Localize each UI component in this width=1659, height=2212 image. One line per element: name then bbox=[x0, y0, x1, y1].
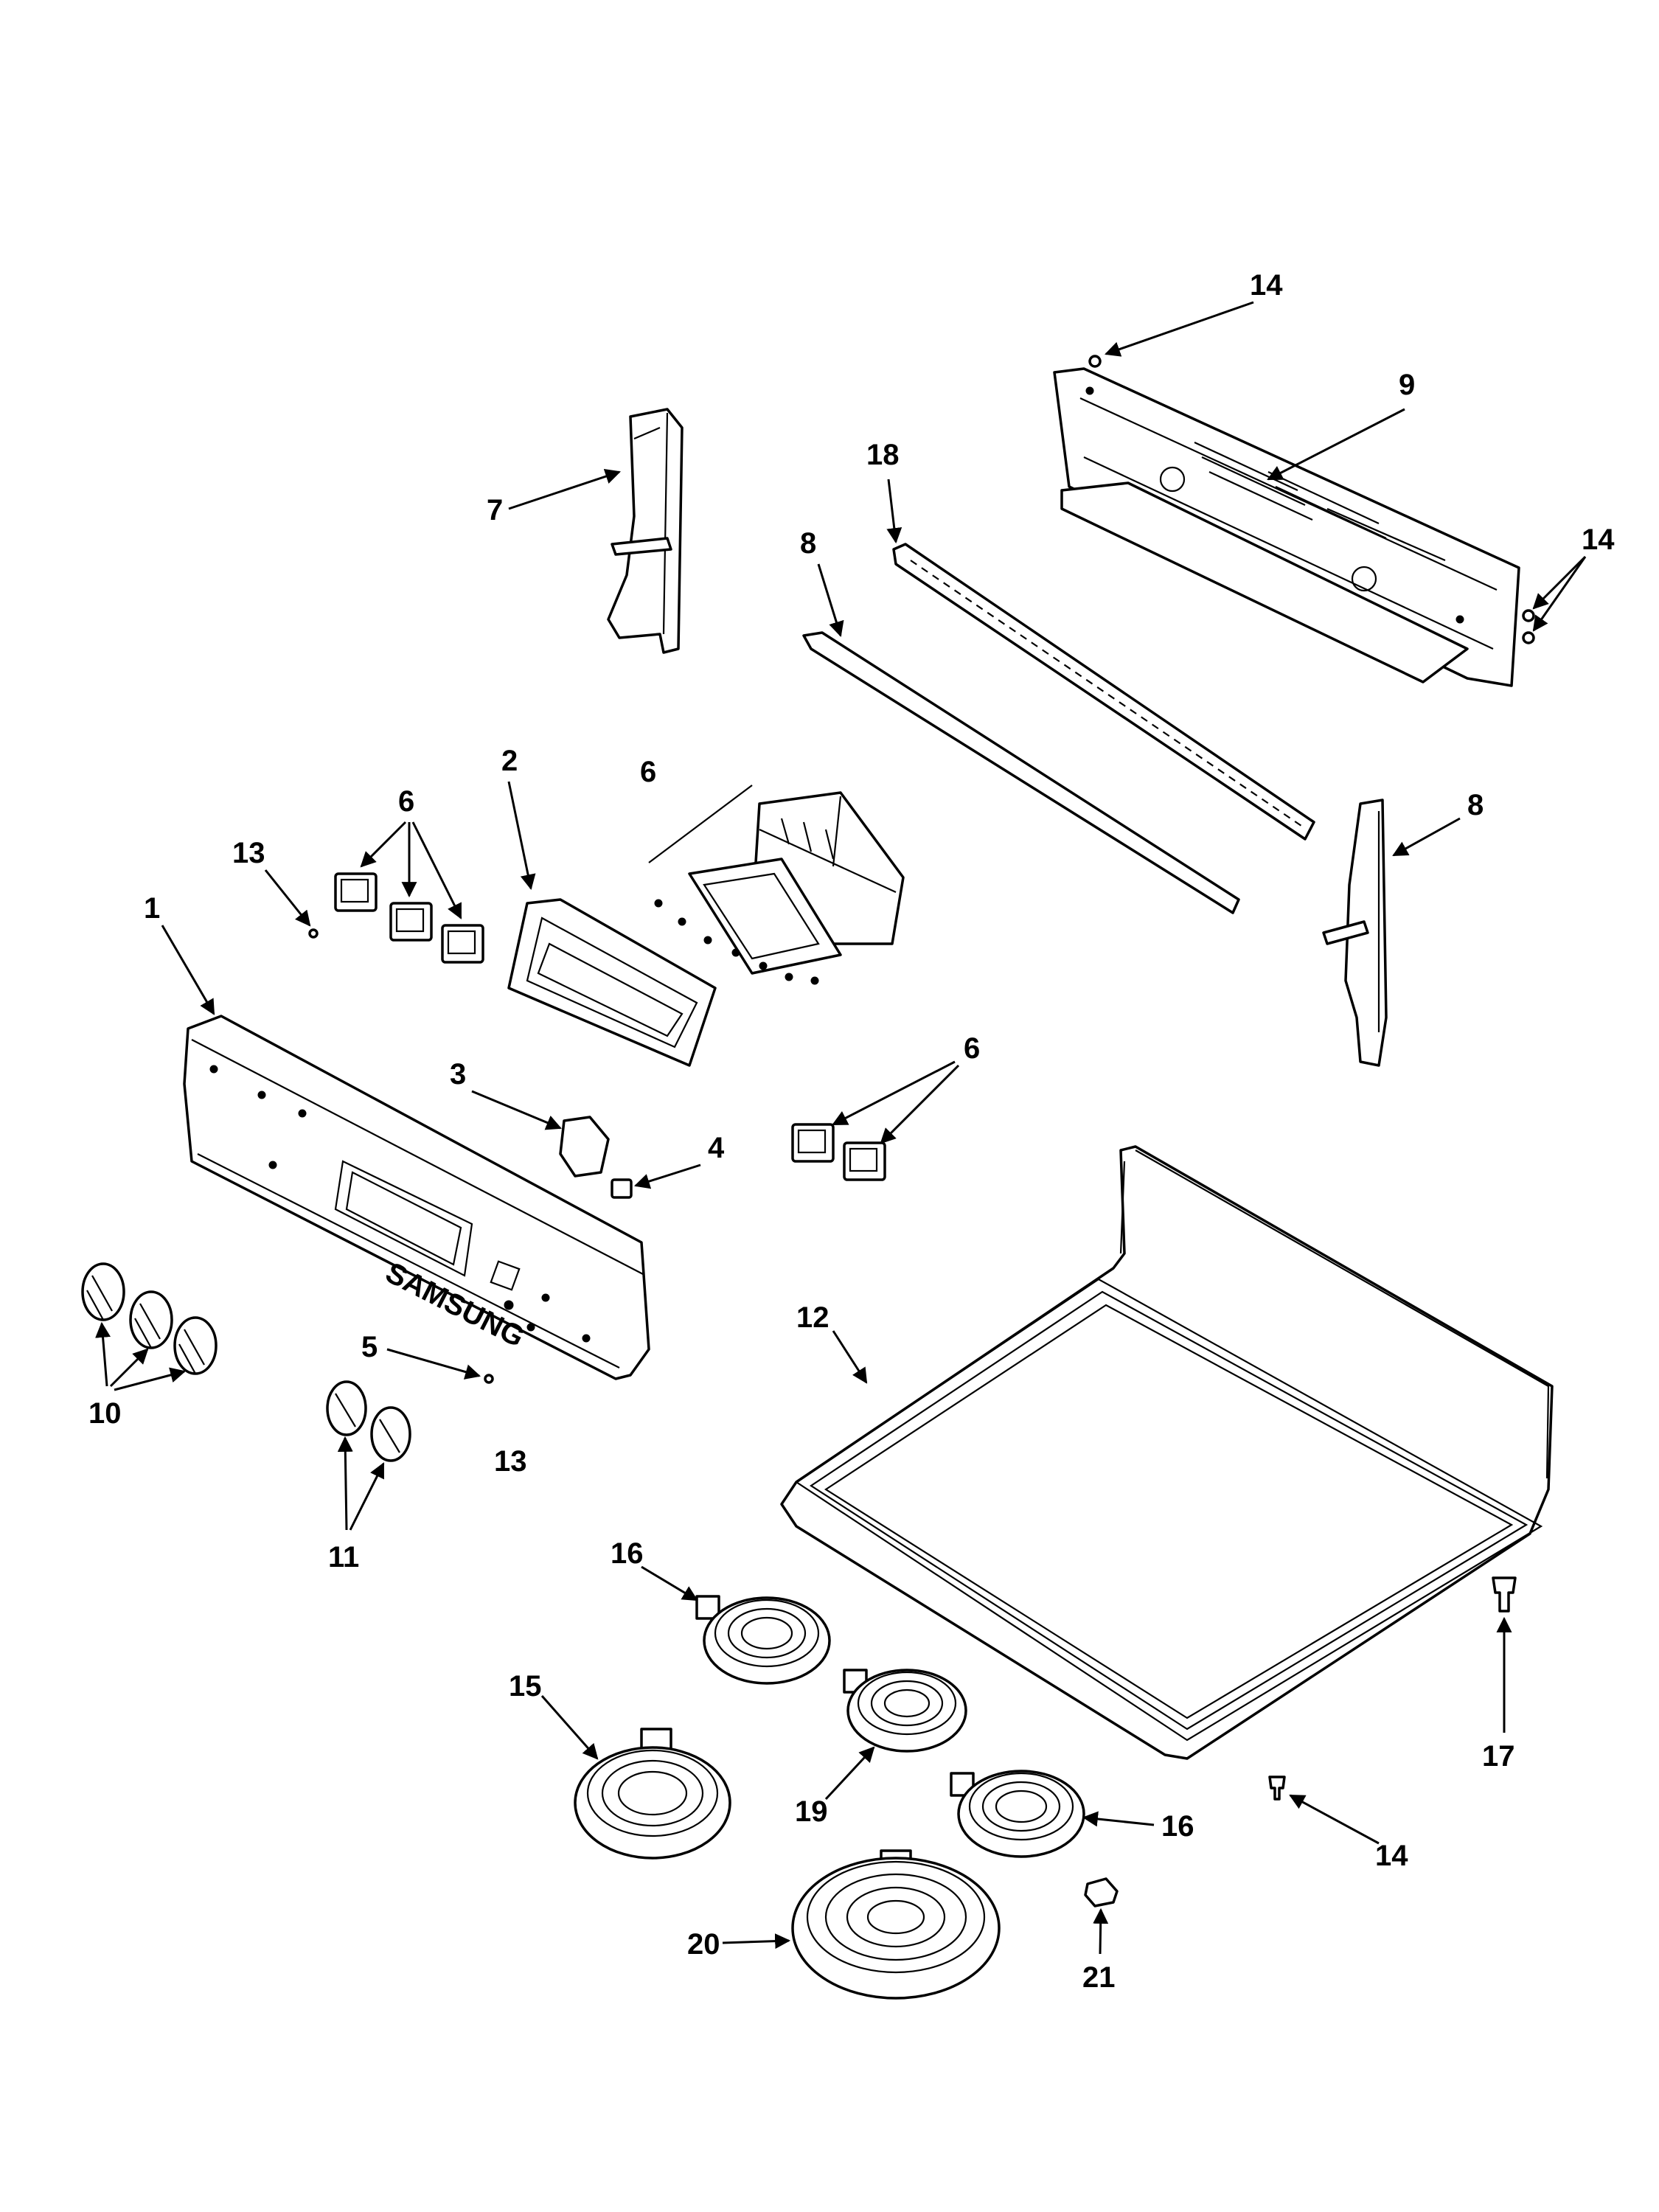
callout-14: 14 bbox=[1375, 1840, 1408, 1872]
oven-switch-part bbox=[559, 1116, 610, 1178]
switch-part bbox=[843, 1141, 886, 1181]
knob-part bbox=[129, 1290, 173, 1349]
element-15-part bbox=[574, 1728, 731, 1860]
display-window-part bbox=[507, 898, 717, 1067]
knob-part bbox=[326, 1380, 367, 1436]
side-bracket-right-part bbox=[1322, 799, 1388, 1067]
element-20-part bbox=[791, 1849, 1001, 2000]
callout-20: 20 bbox=[687, 1928, 720, 1961]
callout-13: 13 bbox=[232, 837, 265, 869]
knob-group-lower bbox=[326, 1380, 411, 1462]
callout-16: 16 bbox=[1161, 1810, 1194, 1843]
side-bracket-left-part bbox=[607, 408, 684, 654]
lower-trim-part bbox=[802, 631, 1240, 914]
screw-14-parts bbox=[1088, 355, 1535, 1801]
knob-group-left bbox=[81, 1262, 218, 1375]
control-board-part bbox=[648, 785, 905, 985]
callout-6: 6 bbox=[964, 1032, 980, 1065]
callout-17: 17 bbox=[1482, 1740, 1515, 1773]
callout-14: 14 bbox=[1582, 524, 1615, 556]
callout-3: 3 bbox=[450, 1058, 466, 1091]
switch-group-upper bbox=[334, 872, 484, 964]
callout-4: 4 bbox=[708, 1132, 725, 1164]
leader-lines bbox=[95, 301, 1587, 1955]
callout-1: 1 bbox=[144, 892, 160, 925]
knob-part bbox=[81, 1262, 125, 1321]
callout-2: 2 bbox=[501, 745, 518, 777]
switch-part bbox=[791, 1123, 835, 1163]
element-16-lower-part bbox=[950, 1770, 1085, 1858]
element-16-upper-part bbox=[695, 1595, 831, 1685]
callout-9: 8 bbox=[800, 527, 816, 560]
callout-labels: 14 9 14 18 8 7 8 6 2 6 6 13 1 3 4 5 13 1… bbox=[88, 269, 1615, 1994]
cooktop-glass-part bbox=[780, 1145, 1554, 1760]
callout-12: 12 bbox=[796, 1301, 830, 1334]
control-panel-part: SAMSUNG bbox=[183, 1015, 650, 1380]
callout-11: 11 bbox=[328, 1541, 359, 1573]
knob-part bbox=[370, 1406, 411, 1462]
callout-5: 5 bbox=[361, 1331, 378, 1363]
element-19-part bbox=[843, 1669, 967, 1753]
terminal-block-part bbox=[1084, 1877, 1119, 1907]
callout-15: 15 bbox=[509, 1670, 542, 1703]
switch-part bbox=[334, 872, 378, 912]
switch-part bbox=[389, 902, 433, 942]
callout-8: 7 bbox=[487, 494, 503, 526]
rear-panel-part bbox=[1053, 367, 1520, 687]
screw-part bbox=[308, 928, 494, 1384]
callout-21: 21 bbox=[1082, 1961, 1116, 1994]
callout-14: 14 bbox=[1250, 269, 1283, 302]
callout-8: 8 bbox=[1467, 789, 1484, 821]
light-switch-part bbox=[611, 1178, 633, 1199]
trim-strip-part bbox=[892, 543, 1315, 841]
screw-17-part bbox=[1492, 1576, 1517, 1613]
knob-part bbox=[173, 1316, 218, 1375]
callout-16: 16 bbox=[611, 1537, 644, 1570]
callout-19: 19 bbox=[795, 1795, 828, 1828]
callout-7: 6 bbox=[640, 756, 656, 788]
callout-6: 6 bbox=[398, 785, 414, 818]
callout-10: 9 bbox=[1399, 369, 1415, 401]
callout-18: 18 bbox=[866, 439, 900, 471]
callout-13: 13 bbox=[494, 1445, 527, 1478]
switch-group-lower bbox=[791, 1123, 886, 1181]
switch-part bbox=[441, 924, 484, 964]
callout-11: 10 bbox=[88, 1397, 122, 1430]
